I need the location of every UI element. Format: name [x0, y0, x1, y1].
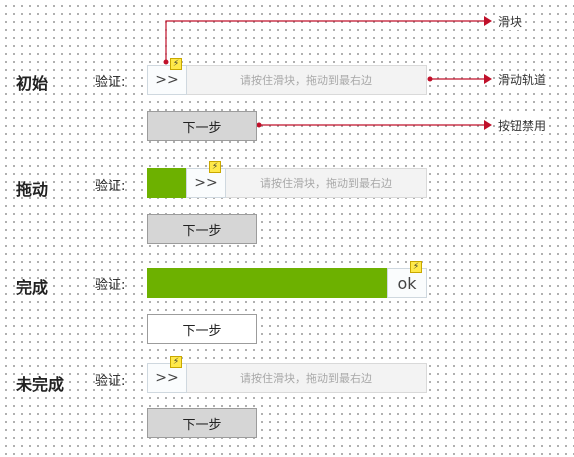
slider-track: 请按住滑块，拖动到最右边 — [147, 363, 427, 393]
next-button[interactable]: 下一步 — [147, 214, 257, 244]
handle-text: >> — [155, 370, 179, 386]
slider-handle[interactable]: >> — [147, 363, 187, 393]
annotation-track: 滑动轨道 — [497, 71, 548, 88]
lightning-icon: ⚡ — [170, 58, 182, 70]
slider-hint: 请按住滑块，拖动到最右边 — [240, 74, 372, 87]
state-label-initial: 初始 — [16, 74, 49, 93]
verify-label: 验证: — [95, 278, 126, 293]
verify-label: 验证: — [95, 75, 126, 90]
next-button[interactable]: 下一步 — [147, 408, 257, 438]
slider-track: 请按住滑块，拖动到最右边 — [147, 65, 427, 95]
lightning-icon: ⚡ — [209, 161, 221, 173]
state-label-incomplete: 未完成 — [16, 375, 65, 394]
slider-hint: 请按住滑块，拖动到最右边 — [240, 372, 372, 385]
annotation-button-disabled: 按钮禁用 — [497, 117, 548, 134]
slider-hint: 请按住滑块，拖动到最右边 — [260, 177, 392, 190]
lightning-icon: ⚡ — [410, 261, 422, 273]
slider-handle[interactable]: >> — [186, 168, 226, 198]
lightning-icon: ⚡ — [170, 356, 182, 368]
next-button[interactable]: 下一步 — [147, 111, 257, 141]
slider-handle[interactable]: >> — [147, 65, 187, 95]
state-label-dragging: 拖动 — [16, 180, 49, 199]
handle-text: >> — [155, 72, 179, 88]
handle-text: ok — [397, 273, 417, 293]
verify-label: 验证: — [95, 179, 126, 194]
slider-fill — [147, 268, 387, 298]
verify-label: 验证: — [95, 374, 126, 389]
annotation-slider: 滑块 — [497, 13, 524, 30]
handle-text: >> — [194, 175, 218, 191]
slider-handle[interactable]: ok — [387, 268, 427, 298]
slider-fill — [147, 168, 186, 198]
next-button[interactable]: 下一步 — [147, 314, 257, 344]
state-label-complete: 完成 — [16, 278, 49, 297]
